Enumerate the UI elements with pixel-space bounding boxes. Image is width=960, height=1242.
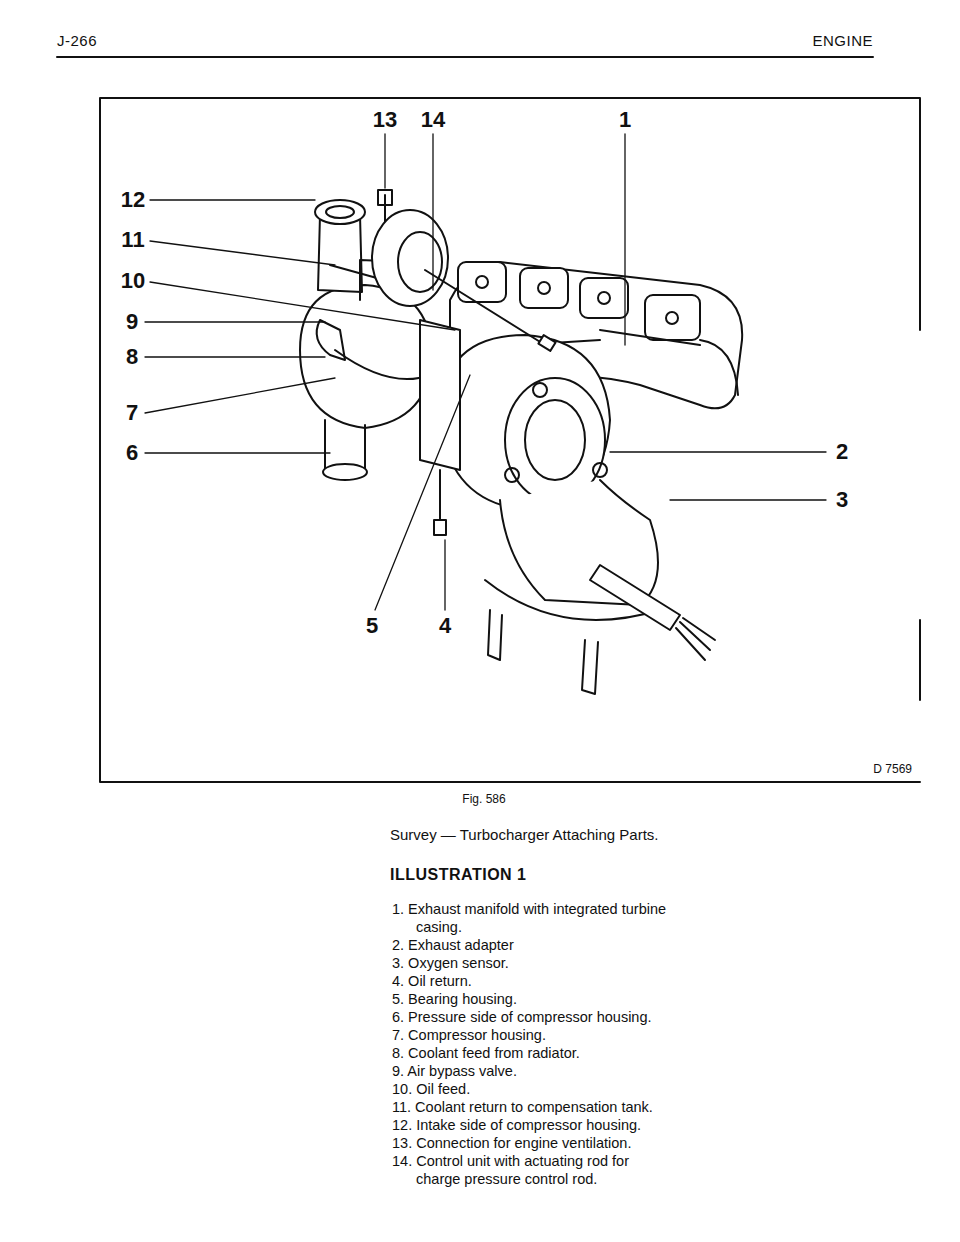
- parts-list-item: 4. Oil return.: [392, 972, 677, 990]
- page-number: J-266: [57, 32, 97, 49]
- parts-list-item: 2. Exhaust adapter: [392, 936, 677, 954]
- drawing-code: D 7569: [873, 762, 912, 776]
- parts-list-item: 1. Exhaust manifold with integrated turb…: [392, 900, 677, 936]
- callout-number: 2: [836, 439, 848, 465]
- figure-frame: [100, 98, 920, 782]
- parts-list-item: 8. Coolant feed from radiator.: [392, 1044, 677, 1062]
- oxygen-sensor: [590, 565, 715, 660]
- callout-number: 6: [126, 440, 138, 466]
- callout-number: 11: [121, 227, 144, 253]
- parts-list-item: 10. Oil feed.: [392, 1080, 677, 1098]
- parts-list-item: 3. Oxygen sensor.: [392, 954, 677, 972]
- parts-list-item: 5. Bearing housing.: [392, 990, 677, 1008]
- parts-list-item: 7. Compressor housing.: [392, 1026, 677, 1044]
- section-name: ENGINE: [812, 32, 873, 49]
- parts-list-item: 11. Coolant return to compensation tank.: [392, 1098, 677, 1116]
- figure-number: Fig. 586: [462, 792, 505, 806]
- callout-number: 13: [373, 107, 397, 133]
- callout-number: 3: [836, 487, 848, 513]
- figure-caption: Survey — Turbocharger Attaching Parts.: [390, 826, 658, 843]
- parts-list-item: 13. Connection for engine ventilation.: [392, 1134, 677, 1152]
- callout-number: 10: [121, 268, 145, 294]
- callout-number: 8: [126, 344, 138, 370]
- callout-number: 9: [126, 309, 138, 335]
- leader-lines: [145, 134, 826, 610]
- parts-list-item: 6. Pressure side of compressor housing.: [392, 1008, 677, 1026]
- wastegate-actuator: [372, 210, 556, 351]
- header-rule: [57, 56, 873, 58]
- callout-number: 14: [421, 107, 445, 133]
- parts-list-item: 9. Air bypass valve.: [392, 1062, 677, 1080]
- callout-number: 12: [121, 187, 145, 213]
- parts-list-item: 14. Control unit with actuating rod for …: [392, 1152, 677, 1188]
- parts-list-item: 12. Intake side of compressor housing.: [392, 1116, 677, 1134]
- callout-number: 5: [366, 613, 378, 639]
- list-heading: ILLUSTRATION 1: [390, 866, 526, 884]
- callout-number: 4: [439, 613, 451, 639]
- callout-number: 7: [126, 400, 138, 426]
- callout-number: 1: [619, 107, 631, 133]
